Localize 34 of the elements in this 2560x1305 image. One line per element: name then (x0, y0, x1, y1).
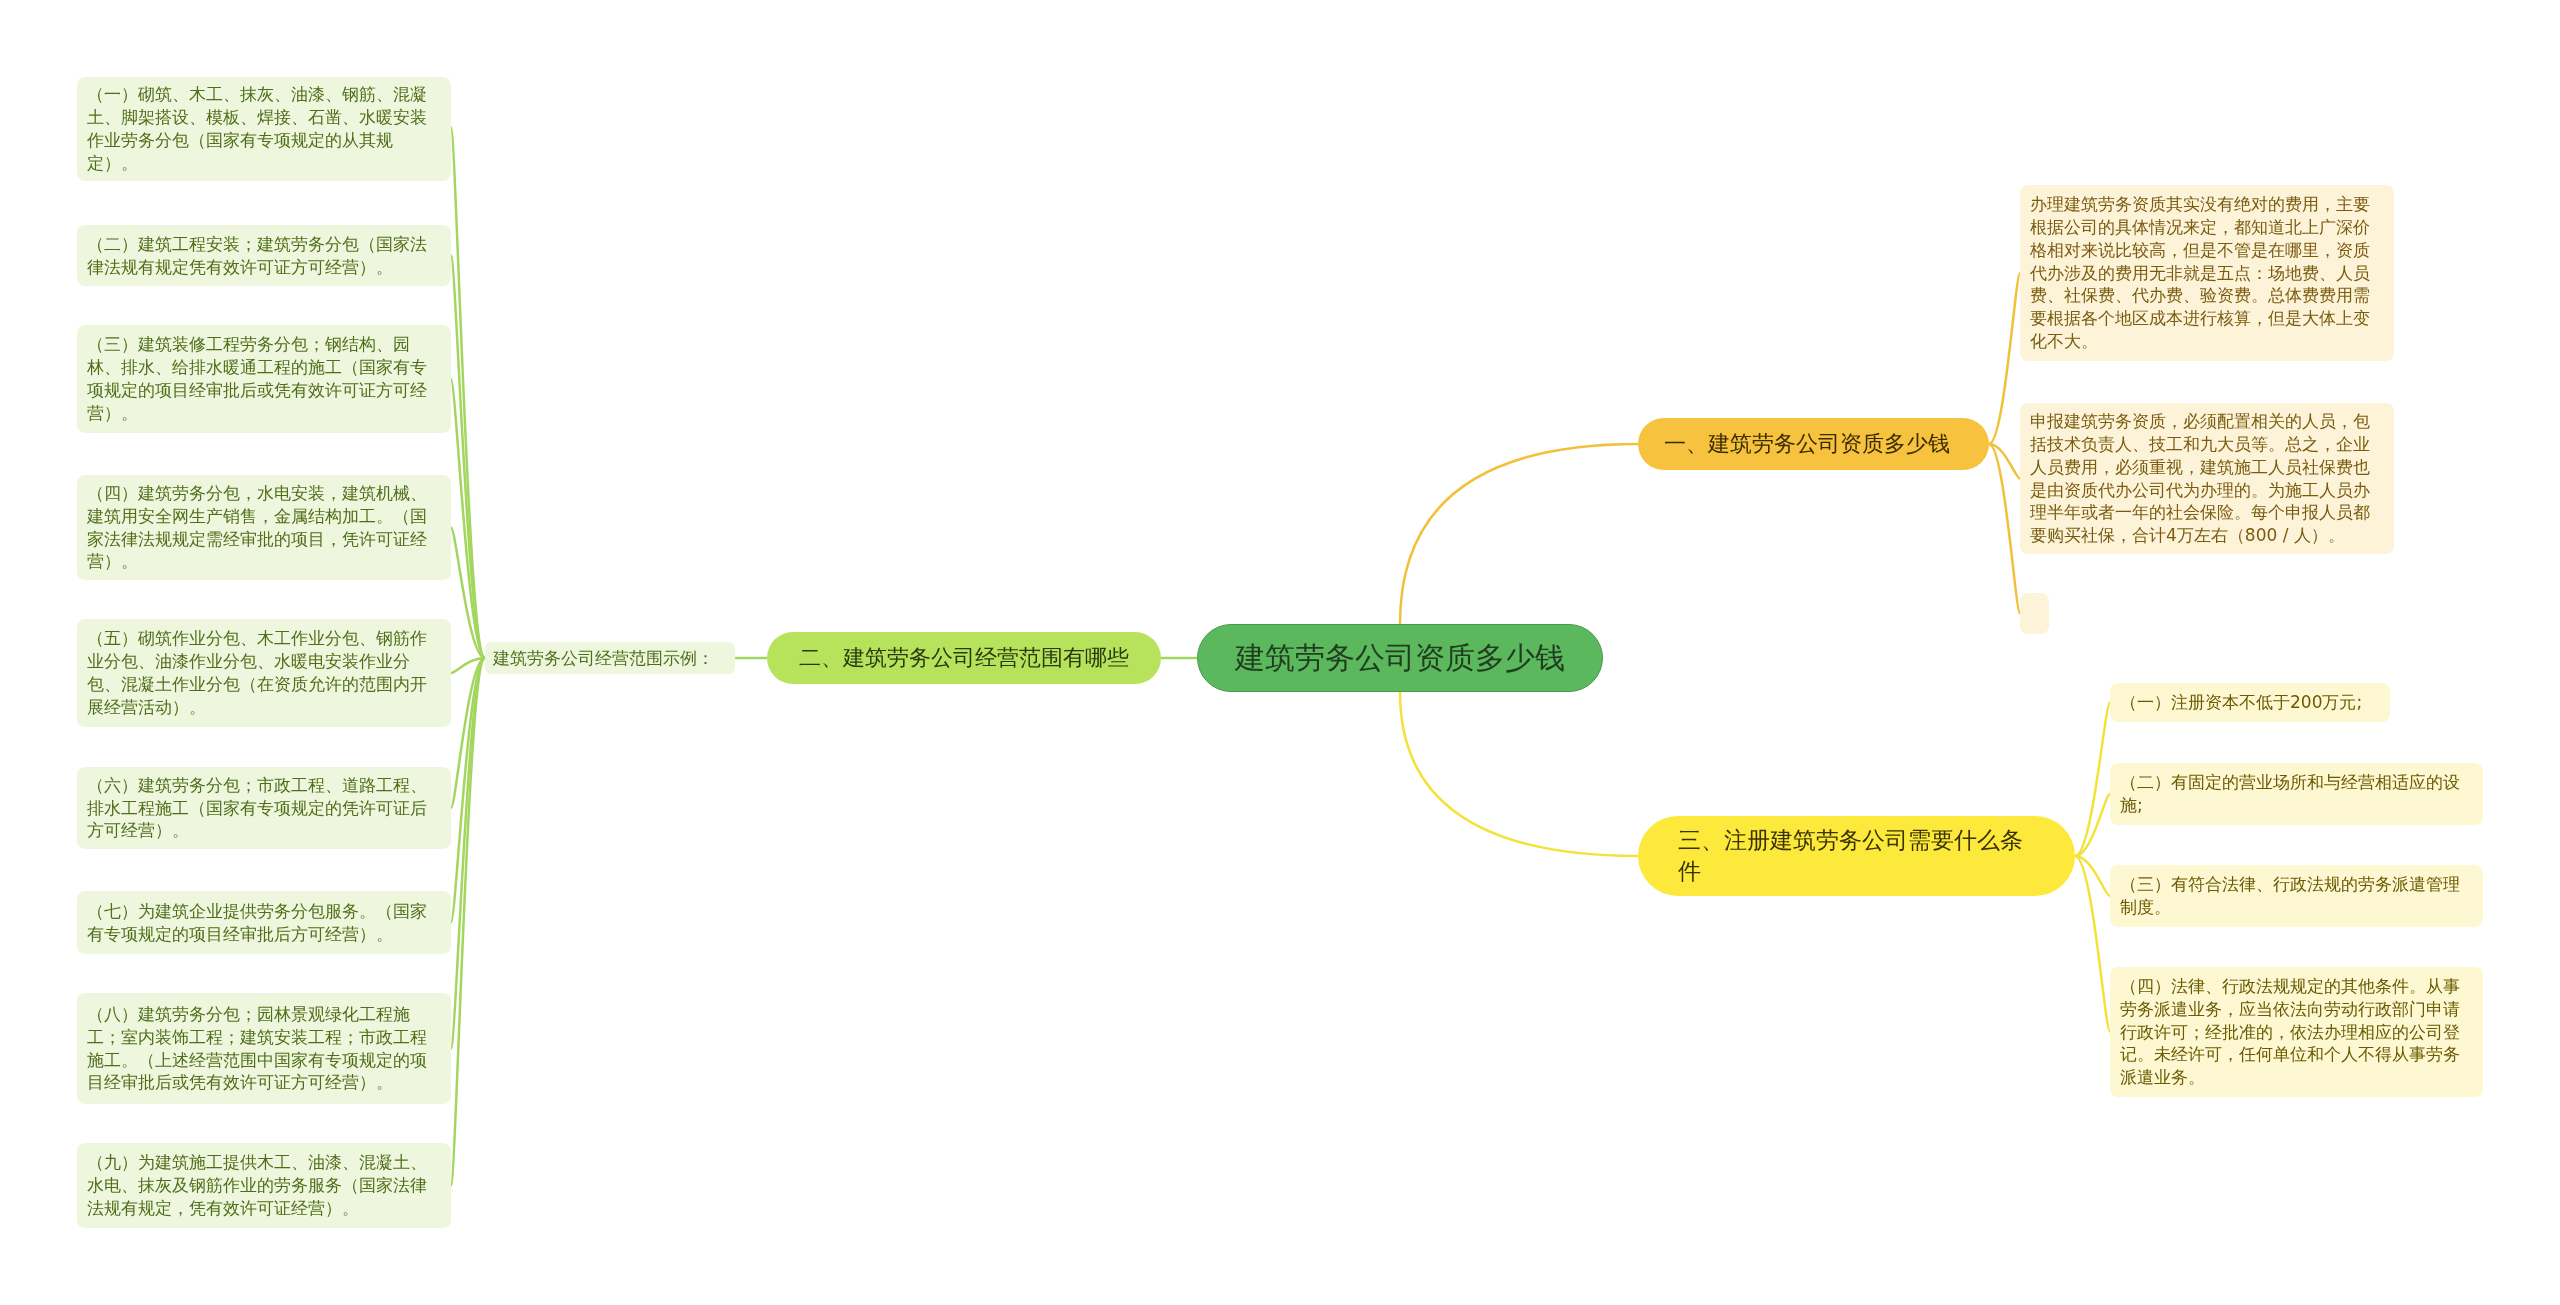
connector-line (2074, 855, 2112, 1033)
connector-line (1161, 656, 1197, 660)
label-box: 建筑劳务公司经营范围示例： (485, 642, 735, 674)
connector-line (1988, 272, 2022, 445)
connector-line (2074, 854, 2111, 897)
note-box: （八）建筑劳务分包；园林景观绿化工程施工；室内装饰工程；建筑安装工程；市政工程施工。（上述经营范围中国家有专项规定的项目经审批后或凭有效许可证方可经营）。 (77, 993, 451, 1104)
note-box: （六）建筑劳务分包；市政工程、道路工程、排水工程施工（国家有专项规定的凭许可证后方可经营）。 (77, 767, 451, 849)
topic-pill: 一、建筑劳务公司资质多少钱 (1638, 418, 1989, 470)
note-box: （三）建筑装修工程劳务分包；钢结构、园林、排水、给排水暖通工程的施工（国家有专项规定的项目经审批后或凭有效许可证方可经营）。 (77, 325, 451, 433)
note-box: 办理建筑劳务资质其实没有绝对的费用，主要根据公司的具体情况来定，都知道北上广深价格相对来说比较高，但是不管是在哪里，资质代办涉及的费用无非就是五点：场地费、人员费、社保费、代办费、验资费。总体费费用需要根据各个地区成本进行核算，但是大体上变化不大。 (2020, 185, 2394, 361)
note-box: （四）建筑劳务分包，水电安装，建筑机械、建筑用安全网生产销售，金属结构加工。（国家法律法规规定需经审批的项目，凭许可证经营）。 (77, 475, 451, 580)
note-box: （五）砌筑作业分包、木工作业分包、钢筋作业分包、油漆作业分包、水暖电安装作业分包、混凝土作业分包（在资质允许的范围内开展经营活动）。 (77, 619, 451, 727)
note-box: （一）砌筑、木工、抹灰、油漆、钢筋、混凝土、脚架搭设、模板、焊接、石凿、水暖安装作业劳务分包（国家有专项规定的从其规定）。 (77, 77, 451, 181)
connector-line (2074, 701, 2112, 857)
root-topic: 建筑劳务公司资质多少钱 (1197, 624, 1603, 692)
note-box: （三）有符合法律、行政法规的劳务派遣管理制度。 (2110, 865, 2483, 927)
connector-line (1398, 442, 1639, 625)
connector-line (1988, 443, 2022, 614)
note-box: （四）法律、行政法规规定的其他条件。从事劳务派遣业务，应当依法向劳动行政部门申请行政许可；经批准的，依法办理相应的公司登记。未经许可，任何单位和个人不得从事劳务派遣业务。 (2110, 967, 2483, 1097)
connector-line (1988, 442, 2021, 480)
note-box: （一）注册资本不低于200万元; (2110, 683, 2390, 722)
connector-line (735, 656, 767, 660)
connector-line (2074, 793, 2111, 858)
topic-pill: 二、建筑劳务公司经营范围有哪些 (767, 632, 1161, 684)
note-box: （二）建筑工程安装；建筑劳务分包（国家法律法规有规定凭有效许可证方可经营）。 (77, 225, 451, 286)
note-box: （九）为建筑施工提供木工、油漆、混凝土、水电、抹灰及钢筋作业的劳务服务（国家法律法规有规定，凭有效许可证经营）。 (77, 1143, 451, 1228)
connector-line (449, 657, 487, 1186)
connector-line (449, 255, 487, 659)
topic-pill: 三、注册建筑劳务公司需要什么条件 (1638, 816, 2075, 896)
note-box: （二）有固定的营业场所和与经营相适应的设施; (2110, 763, 2483, 825)
connector-line (1398, 691, 1639, 858)
empty-box (2020, 593, 2049, 634)
note-box: （七）为建筑企业提供劳务分包服务。（国家有专项规定的项目经审批后方可经营）。 (77, 891, 451, 954)
note-box: 申报建筑劳务资质，必须配置相关的人员，包括技术负责人、技工和九大员等。总之，企业人员费用，必须重视，建筑施工人员社保费也是由资质代办公司代为办理的。为施工人员办理半年或者一年的社会保险。每个申报人员都要购买社保，合计4万左右（800 / 人）。 (2020, 403, 2394, 554)
